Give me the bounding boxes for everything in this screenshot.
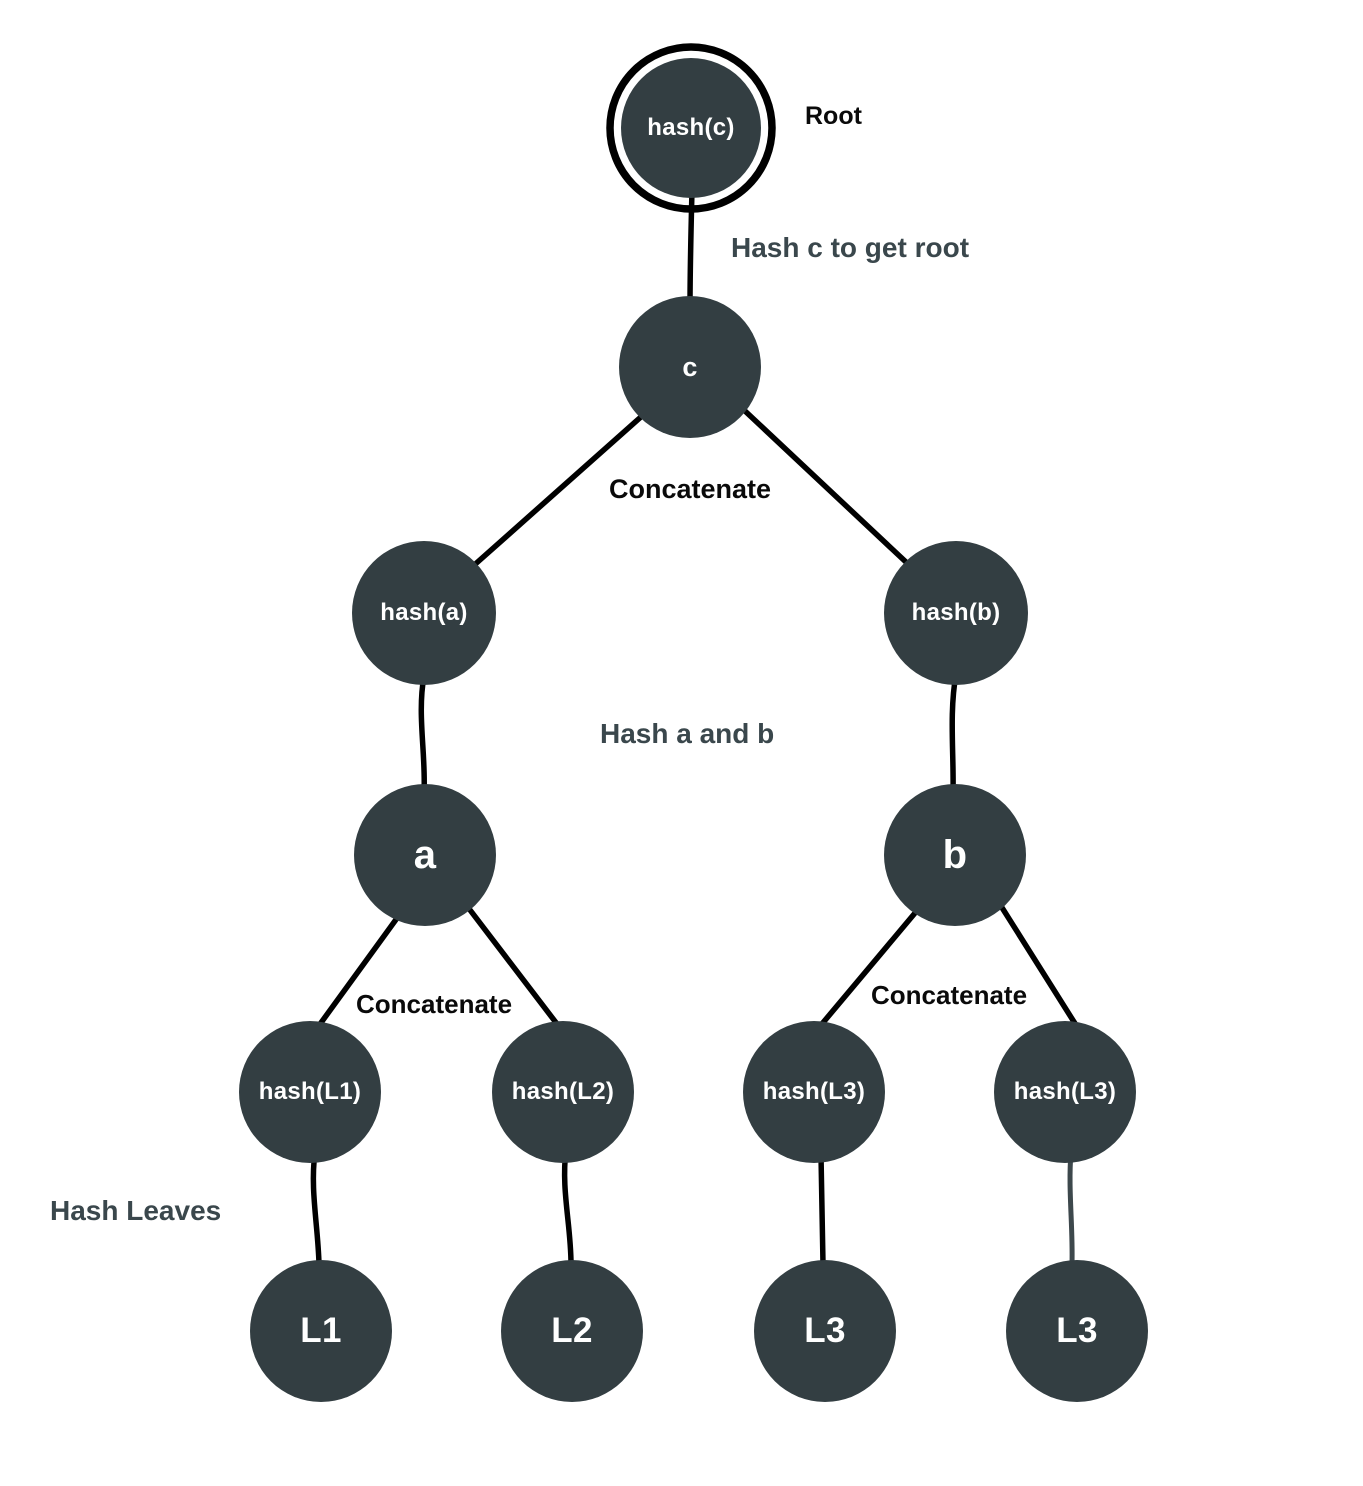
edge-a-to-hash-l2 (464, 903, 573, 1044)
node-l3-left-label: L3 (804, 1311, 846, 1350)
node-root-hash-label: hash(c) (647, 114, 735, 141)
node-hash-l1: hash(L1) (239, 1021, 381, 1163)
node-hash-l2: hash(L2) (492, 1021, 634, 1163)
edge-hash-l1-to-l1 (310, 1149, 322, 1267)
concatenate-right-annotation: Concatenate (871, 980, 1028, 1010)
node-hash-l3-right: hash(L3) (994, 1021, 1136, 1163)
node-l3-left: L3 (754, 1260, 896, 1402)
root-annotation: Root (805, 102, 862, 130)
hash-leaves-annotation: Hash Leaves (50, 1195, 222, 1226)
node-hash-l1-label: hash(L1) (258, 1078, 362, 1105)
edge-hash-l3r-to-l3r (1067, 1149, 1075, 1267)
edge-hash-l2-to-l2 (561, 1147, 574, 1267)
node-l1: L1 (250, 1260, 392, 1402)
node-c: c (619, 296, 761, 438)
hash-a-and-b-annotation: Hash a and b (600, 718, 775, 749)
node-hash-a: hash(a) (352, 541, 496, 685)
node-hash-l2-label: hash(L2) (511, 1078, 615, 1105)
node-l2: L2 (501, 1260, 643, 1402)
node-a-label: a (413, 832, 437, 877)
edge-hash-b-to-b (949, 671, 959, 796)
concatenate-top-annotation: Concatenate (609, 474, 772, 504)
node-c-label: c (682, 351, 698, 382)
node-hash-b-label: hash(b) (911, 599, 1001, 626)
node-hash-b: hash(b) (884, 541, 1028, 685)
node-hash-l3-right-label: hash(L3) (1013, 1078, 1117, 1105)
edge-c-to-hash-a (469, 413, 645, 570)
edge-b-to-hash-l3l (813, 910, 918, 1034)
edge-c-to-hash-b (742, 408, 910, 566)
node-l1-label: L1 (300, 1311, 342, 1350)
hash-c-to-get-root-annotation: Hash c to get root (731, 232, 970, 263)
node-hash-a-label: hash(a) (380, 599, 468, 626)
edge-hash-a-to-a (418, 673, 428, 796)
node-root-hash: hash(c) (621, 58, 761, 198)
edge-hash-l3l-to-l3l (818, 1152, 826, 1267)
edge-a-to-hash-l1 (312, 911, 403, 1034)
node-l3-right: L3 (1006, 1260, 1148, 1402)
concatenate-left-annotation: Concatenate (356, 989, 513, 1019)
edge-root-to-c (687, 187, 695, 311)
node-l3-right-label: L3 (1056, 1311, 1098, 1350)
edge-b-to-hash-l3r (998, 903, 1084, 1036)
node-hash-l3-left-label: hash(L3) (762, 1078, 866, 1105)
node-a: a (354, 784, 496, 926)
root-ring (606, 43, 776, 213)
node-b: b (884, 784, 1026, 926)
node-hash-l3-left: hash(L3) (743, 1021, 885, 1163)
node-l2-label: L2 (551, 1311, 593, 1350)
node-b-label: b (942, 832, 968, 877)
